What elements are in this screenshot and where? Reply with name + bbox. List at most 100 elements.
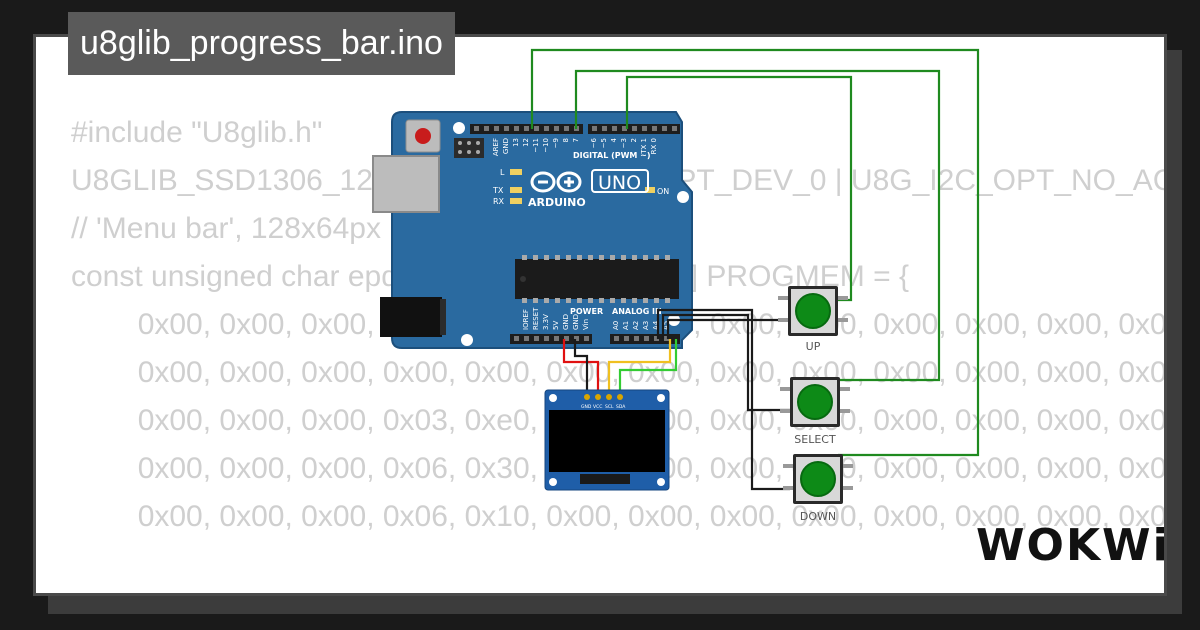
bottom-pin-label: A3 — [642, 321, 650, 330]
power-jack — [380, 297, 446, 337]
digital-pin-label: 8 — [562, 138, 570, 142]
project-title: u8glib_progress_bar.ino — [68, 12, 455, 75]
pin-hole — [504, 126, 509, 131]
arduino-logo-icon — [530, 171, 582, 193]
bottom-pin-label: A4 — [652, 320, 660, 330]
bottom-pin-holes — [514, 336, 669, 341]
led-rx — [510, 198, 522, 204]
chip-leg — [621, 255, 626, 260]
digital-pin-label: AREF — [492, 138, 500, 156]
pin-hole — [662, 126, 667, 131]
digital-pin-label: TX 1 — [640, 138, 648, 155]
led-rx-label: RX — [493, 197, 505, 206]
pin-hole — [514, 126, 519, 131]
pin-hole — [534, 126, 539, 131]
pin-hole — [652, 126, 657, 131]
button-down-label: DOWN — [800, 510, 836, 523]
chip-leg — [665, 298, 670, 303]
chip-leg — [533, 298, 538, 303]
code-line: #include "U8glib.h" — [71, 116, 323, 149]
usb-port — [372, 155, 440, 213]
chip-leg — [577, 255, 582, 260]
button-select[interactable]: SELECT — [780, 377, 850, 446]
code-line: 0x00, 0x00, 0x00, 0x06, 0x10, 0x00, 0x00… — [71, 500, 1167, 533]
pin-hole — [602, 126, 607, 131]
pin-hole — [622, 126, 627, 131]
uno-label: UNO — [598, 172, 641, 194]
chip-leg — [665, 255, 670, 260]
code-line: // 'Menu bar', 128x64px — [71, 212, 381, 245]
chip-legs — [522, 255, 670, 303]
pin-hole — [554, 126, 559, 131]
wire-select-gnd — [661, 313, 790, 412]
chip-leg — [643, 255, 648, 260]
button-down[interactable]: DOWN — [783, 454, 853, 523]
pin-hole — [544, 126, 549, 131]
wire-gnd — [573, 339, 589, 395]
button-up[interactable]: UP — [778, 286, 848, 353]
chip-leg — [610, 255, 615, 260]
oled-pin-scl: SCL — [605, 404, 614, 410]
pin-hole — [554, 336, 559, 341]
chip-leg — [555, 298, 560, 303]
chip-leg — [588, 255, 593, 260]
wire-up-gnd — [666, 318, 790, 339]
digital-pin-label: 12 — [522, 138, 530, 147]
button-up-label: UP — [806, 340, 821, 353]
digital-pin-label: RX 0 — [650, 138, 658, 154]
chip-leg — [566, 255, 571, 260]
mounting-hole — [677, 191, 689, 203]
button-down-cap[interactable] — [800, 461, 836, 497]
pin-hole — [632, 126, 637, 131]
pin-hole — [612, 126, 617, 131]
chip-leg — [522, 298, 527, 303]
digital-pin-label: ~3 — [620, 138, 628, 148]
digital-pin-label: ~6 — [590, 137, 598, 148]
button-select-cap[interactable] — [797, 384, 833, 420]
wire-scl — [607, 339, 672, 395]
wire-select-to-pin — [574, 69, 941, 382]
led-tx — [510, 187, 522, 193]
chip-leg — [654, 255, 659, 260]
button-select-label: SELECT — [794, 433, 836, 446]
bottom-pin-label: 5V — [552, 321, 560, 330]
pin-hole — [592, 126, 597, 131]
digital-pin-label: ~5 — [600, 138, 608, 148]
chip-leg — [621, 298, 626, 303]
pin-hole — [584, 336, 589, 341]
digital-pin-label: ~11 — [532, 138, 540, 153]
button-up-cap[interactable] — [795, 293, 831, 329]
bottom-pin-label: A0 — [612, 321, 620, 330]
pin-hole — [642, 126, 647, 131]
pin-hole — [664, 336, 669, 341]
icsp-header — [454, 138, 484, 158]
pin-hole — [474, 126, 479, 131]
pin-hole — [644, 336, 649, 341]
pin-hole — [534, 336, 539, 341]
reset-button[interactable] — [405, 119, 441, 153]
wire-vcc — [562, 339, 600, 395]
led-on-label: ON — [657, 187, 669, 196]
arduino-brand: ARDUINO — [528, 196, 586, 209]
bottom-pin-label: Vin — [582, 319, 590, 330]
wire-down-gnd — [656, 308, 790, 491]
led-tx-label: TX — [492, 186, 504, 195]
oled-display[interactable]: GND VCC SCL SDA — [544, 389, 670, 491]
pin-hole — [524, 126, 529, 131]
mounting-hole — [453, 122, 465, 134]
pin-hole — [484, 126, 489, 131]
power-header — [510, 334, 592, 344]
digital-pin-label: GND — [502, 138, 510, 154]
bottom-pin-label: A5 — [662, 321, 670, 330]
pin-hole — [672, 126, 677, 131]
digital-pin-label: 7 — [572, 138, 580, 142]
chip-leg — [599, 255, 604, 260]
chip-leg — [632, 298, 637, 303]
pin-hole — [614, 336, 619, 341]
pin-hole — [574, 336, 579, 341]
oled-screen — [549, 410, 665, 472]
digital-pin-label: 2 — [630, 138, 638, 142]
